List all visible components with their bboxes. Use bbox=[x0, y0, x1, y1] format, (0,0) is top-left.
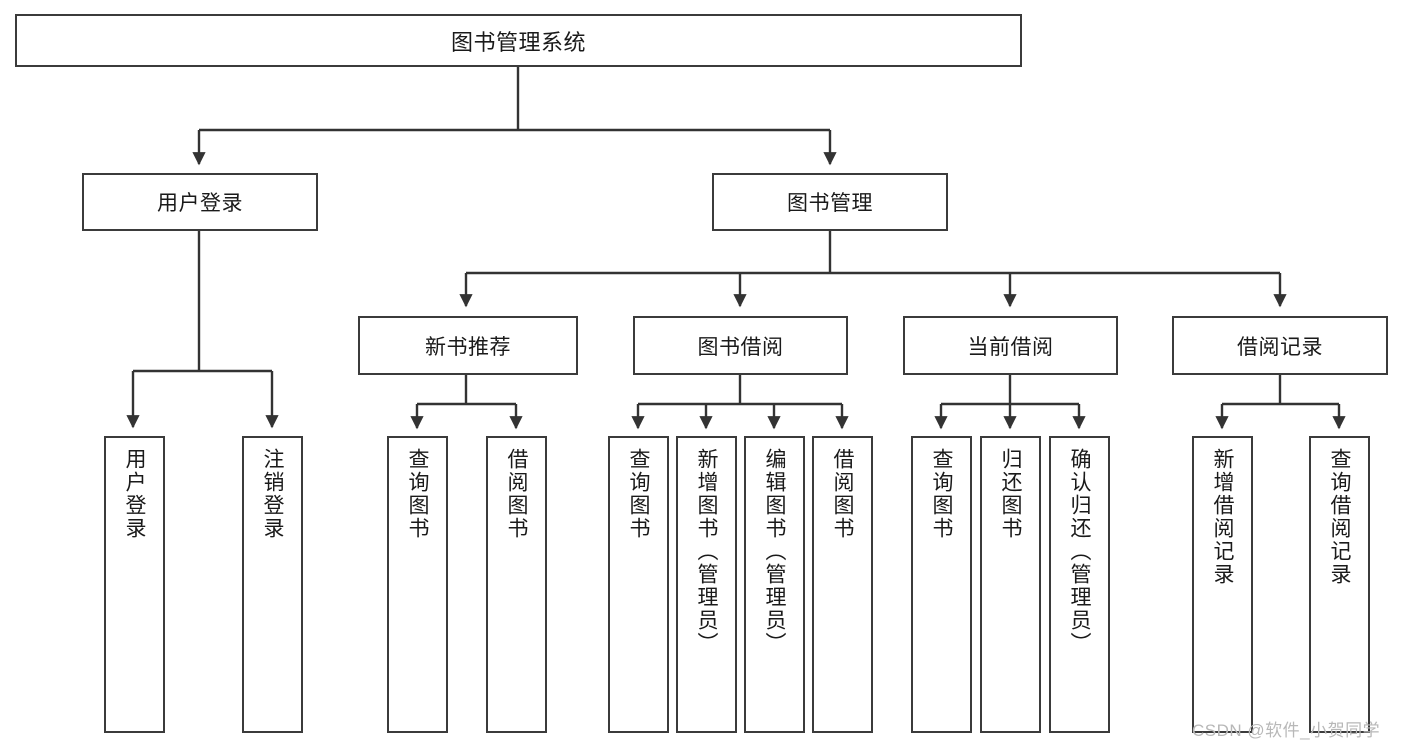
node-label: 新增图书（管理员） bbox=[695, 448, 718, 655]
csdn-watermark: CSDN @软件_小贺同学 bbox=[1192, 721, 1381, 740]
node-label: 图书借阅 bbox=[697, 335, 784, 359]
leaf-return-book[interactable]: 归还图书 bbox=[980, 436, 1041, 733]
node-label: 查询借阅记录 bbox=[1328, 448, 1351, 586]
leaf-query-book-2[interactable]: 查询图书 bbox=[608, 436, 669, 733]
node-label: 新增借阅记录 bbox=[1211, 448, 1234, 586]
leaf-add-record[interactable]: 新增借阅记录 bbox=[1192, 436, 1253, 733]
node-label: 查询图书 bbox=[930, 448, 953, 540]
node-label: 借阅记录 bbox=[1237, 335, 1323, 359]
node-user-login[interactable]: 用户登录 bbox=[82, 173, 318, 231]
leaf-borrow-book-1[interactable]: 借阅图书 bbox=[486, 436, 547, 733]
node-label: 查询图书 bbox=[627, 448, 650, 540]
leaf-edit-book[interactable]: 编辑图书（管理员） bbox=[744, 436, 805, 733]
leaf-query-book-3[interactable]: 查询图书 bbox=[911, 436, 972, 733]
node-book-borrow[interactable]: 图书借阅 bbox=[633, 316, 848, 375]
node-borrow-record[interactable]: 借阅记录 bbox=[1172, 316, 1388, 375]
node-new-book-rec[interactable]: 新书推荐 bbox=[358, 316, 578, 375]
leaf-query-record[interactable]: 查询借阅记录 bbox=[1309, 436, 1370, 733]
node-label: 借阅图书 bbox=[831, 448, 854, 540]
node-label: 借阅图书 bbox=[505, 448, 528, 540]
node-label: 当前借阅 bbox=[967, 335, 1054, 359]
node-label: 注销登录 bbox=[261, 448, 284, 540]
node-label: 用户登录 bbox=[123, 448, 146, 540]
node-label: 新书推荐 bbox=[425, 335, 511, 359]
node-label: 确认归还（管理员） bbox=[1068, 448, 1091, 655]
node-label: 查询图书 bbox=[406, 448, 429, 540]
node-label: 用户登录 bbox=[157, 192, 243, 215]
leaf-query-book-1[interactable]: 查询图书 bbox=[387, 436, 448, 733]
node-label: 归还图书 bbox=[999, 448, 1022, 540]
leaf-add-book[interactable]: 新增图书（管理员） bbox=[676, 436, 737, 733]
leaf-confirm-return[interactable]: 确认归还（管理员） bbox=[1049, 436, 1110, 733]
node-label: 编辑图书（管理员） bbox=[763, 448, 786, 655]
leaf-borrow-book-2[interactable]: 借阅图书 bbox=[812, 436, 873, 733]
node-book-manage[interactable]: 图书管理 bbox=[712, 173, 948, 231]
leaf-user-login[interactable]: 用户登录 bbox=[104, 436, 165, 733]
leaf-logout-login[interactable]: 注销登录 bbox=[242, 436, 303, 733]
node-current-borrow[interactable]: 当前借阅 bbox=[903, 316, 1118, 375]
node-label: 图书管理 bbox=[787, 192, 873, 215]
node-root-system[interactable]: 图书管理系统 bbox=[15, 14, 1022, 67]
node-label: 图书管理系统 bbox=[450, 29, 586, 55]
